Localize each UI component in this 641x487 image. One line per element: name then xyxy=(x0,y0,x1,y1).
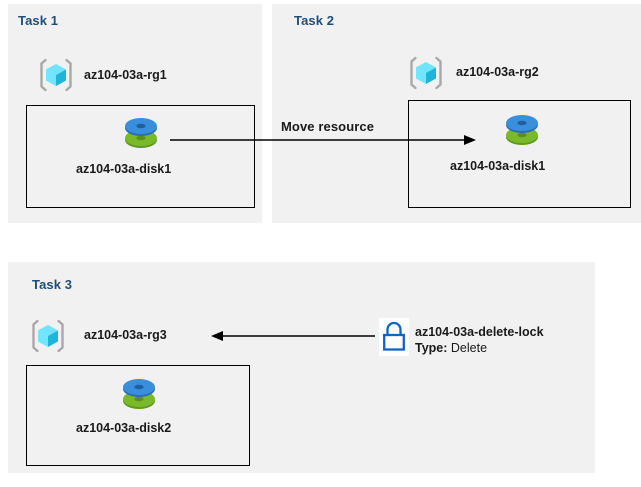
task-3-title: Task 3 xyxy=(32,277,73,292)
resource-group-icon xyxy=(30,318,66,354)
managed-disk-icon xyxy=(503,110,541,150)
managed-disk-icon xyxy=(120,374,158,414)
lock-name-label: az104-03a-delete-lock xyxy=(415,325,544,339)
resource-group-label-rg2: az104-03a-rg2 xyxy=(456,65,539,79)
move-resource-label: Move resource xyxy=(281,119,375,134)
resource-group-label-rg3: az104-03a-rg3 xyxy=(84,328,167,342)
lock-info-block: az104-03a-delete-lock Type: Delete xyxy=(415,324,544,356)
task-2-title: Task 2 xyxy=(294,13,335,28)
resource-label-disk2: az104-03a-disk2 xyxy=(76,421,172,435)
resource-group-label-rg1: az104-03a-rg1 xyxy=(84,68,167,82)
lock-type-line: Type: Delete xyxy=(415,340,544,356)
lock-type-key: Type: xyxy=(415,341,448,355)
task-1-title: Task 1 xyxy=(18,13,59,28)
managed-disk-icon xyxy=(122,113,160,153)
lock-icon xyxy=(379,318,409,356)
resource-label-disk1-source: az104-03a-disk1 xyxy=(76,162,172,176)
resource-label-disk1-target: az104-03a-disk1 xyxy=(450,159,546,173)
lock-type-value: Delete xyxy=(450,341,488,355)
resource-group-icon xyxy=(408,55,444,91)
resource-group-icon xyxy=(38,57,74,93)
